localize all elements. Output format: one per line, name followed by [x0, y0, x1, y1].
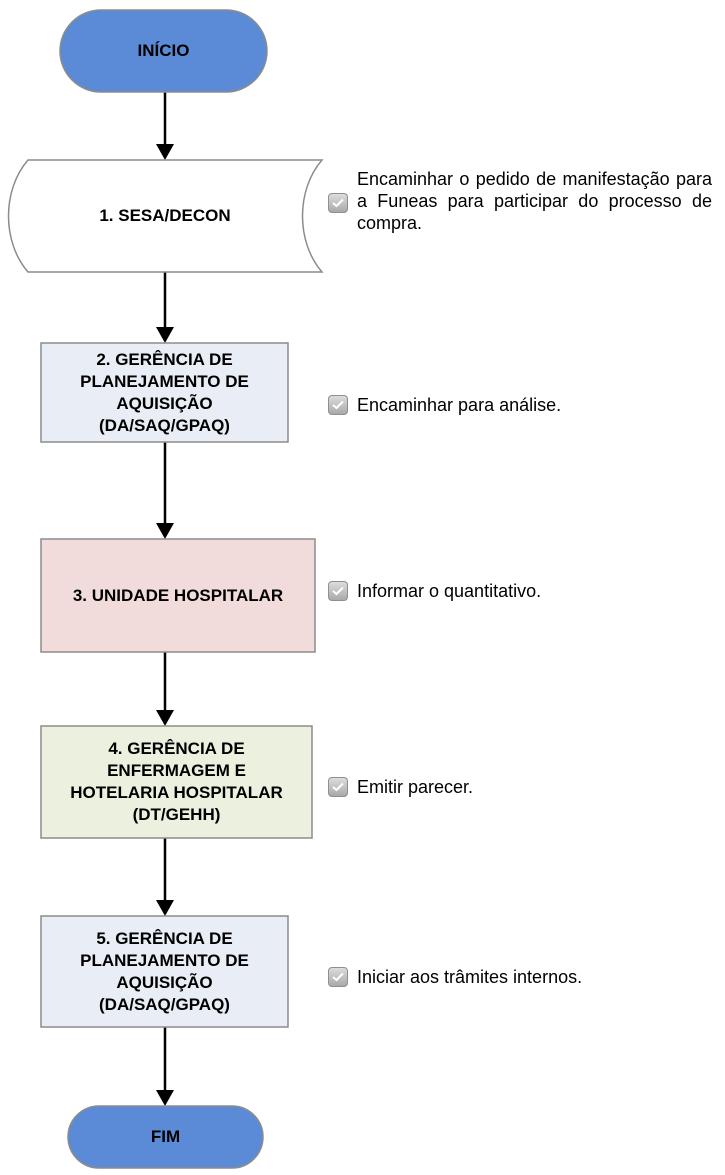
checkbox-icon: [328, 581, 348, 601]
step3-process-box: [40, 538, 316, 653]
start-label: INÍCIO: [137, 41, 190, 60]
step4-note-text: Emitir parecer.: [357, 777, 474, 797]
step3-note-text: Informar o quantitativo.: [357, 581, 542, 601]
step5-note-text: Iniciar aos trâmites internos.: [357, 967, 583, 987]
checkbox-icon: [328, 395, 348, 415]
step1-document-shape: [7, 159, 324, 273]
step2-note-text: Encaminhar para análise.: [357, 395, 562, 415]
step2-process-box: [40, 342, 289, 443]
step4-process-box: [40, 725, 313, 839]
start-terminal: [59, 9, 268, 93]
step2-note: Encaminhar para análise.: [328, 394, 561, 416]
step1-label: 1. SESA/DECON: [99, 206, 231, 225]
arrowhead: [156, 1090, 174, 1106]
arrowheads: [156, 144, 174, 1106]
arrowhead: [156, 900, 174, 916]
arrowhead: [156, 523, 174, 539]
step5-label: 5. GERÊNCIA DE PLANEJAMENTO DE AQUISIÇÃO…: [80, 928, 249, 1014]
checkbox-icon: [328, 193, 348, 213]
step1-note: Encaminhar o pedido de manifestação para…: [328, 168, 722, 234]
checkbox-icon: [328, 777, 348, 797]
step4-note: Emitir parecer.: [328, 776, 473, 798]
arrowhead: [156, 327, 174, 343]
end-terminal: [67, 1105, 264, 1169]
step1-note-text: Encaminhar o pedido de manifestação para…: [357, 169, 712, 233]
step2-label: 2. GERÊNCIA DE PLANEJAMENTO DE AQUISIÇÃO…: [80, 349, 249, 435]
step3-label: 3. UNIDADE HOSPITALAR: [72, 585, 284, 605]
step4-label: 4. GERÊNCIA DE ENFERMAGEM E HOTELARIA HO…: [70, 739, 283, 824]
step5-note: Iniciar aos trâmites internos.: [328, 966, 582, 988]
arrowhead: [156, 710, 174, 726]
checkbox-icon: [328, 967, 348, 987]
arrowhead: [156, 144, 174, 160]
end-label: FIM: [150, 1127, 181, 1146]
step5-process-box: [40, 915, 289, 1028]
step3-note: Informar o quantitativo.: [328, 580, 541, 602]
